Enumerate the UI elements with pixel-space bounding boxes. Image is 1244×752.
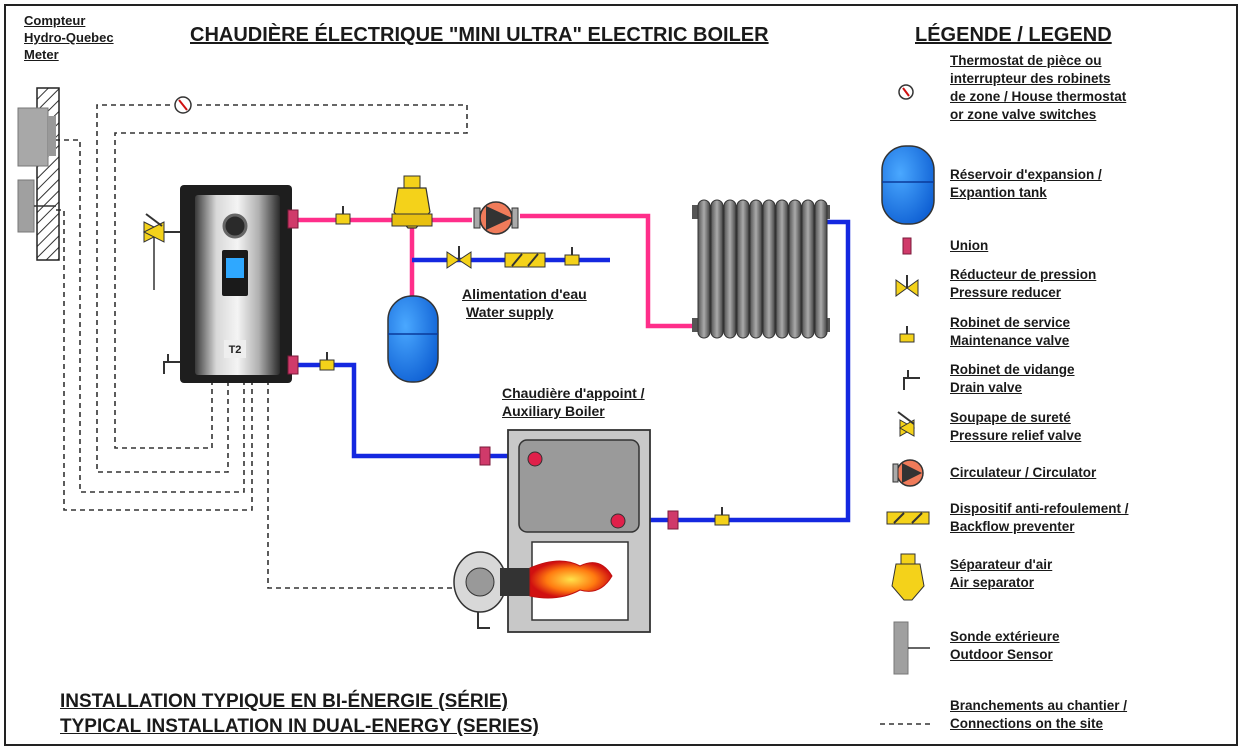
maintenance-valve-water [564,247,580,266]
legend-backflow-line-2: Backflow preventer [950,519,1075,534]
legend-thermostat-line-4: or zone valve switches [950,107,1097,122]
room-thermostat [174,96,192,114]
site-wiring [56,104,468,589]
union-aux-out [667,510,679,530]
legend-circulator-icon [892,459,924,487]
meter-label-1: Compteur [24,13,86,28]
footer-title-en: TYPICAL INSTALLATION IN DUAL-ENERGY (SER… [60,716,539,737]
legend-relief-valve-icon [897,411,916,437]
wire-meter-1 [56,139,245,493]
boiler-badge: T2 [229,344,242,356]
drain-valve [163,354,180,374]
maintenance-valve-aux [714,507,730,526]
hydro-meter [17,87,60,261]
diagram-frame [4,4,1238,746]
legend-thermostat-line-1: Thermostat de pièce ou [950,53,1102,68]
legend-pressure-reducer-line-1: Réducteur de pression [950,267,1097,282]
legend-outdoor-sensor-icon [893,621,930,675]
legend-expansion-tank-line-2: Expantion tank [950,185,1047,200]
legend-maintenance-valve-icon [899,326,915,343]
legend-air-separator-icon [891,553,925,601]
legend-relief-valve-line-1: Soupape de sureté [950,410,1071,425]
legend-pressure-reducer-line-2: Pressure reducer [950,285,1062,300]
expansion-tank [387,295,439,383]
relief-valve [142,213,180,290]
legend-outdoor-sensor-line-2: Outdoor Sensor [950,647,1053,662]
legend-expansion-tank-line-1: Réservoir d'expansion / [950,167,1102,182]
legend-drain-valve-icon [903,370,920,390]
legend-thermostat-icon [898,84,914,100]
wire-meter-2 [56,209,253,511]
legend-air-separator-line-1: Séparateur d'air [950,557,1053,572]
legend-connections-line-1: Branchements au chantier / [950,698,1128,713]
backflow-preventer [504,252,546,268]
air-separator [391,175,433,229]
legend-union-icon [902,237,912,255]
legend-thermostat-line-2: interrupteur des robinets [950,71,1111,86]
maintenance-valve-return [319,352,335,371]
legend-outdoor-sensor-line-1: Sonde extérieure [950,629,1060,644]
meter-label-2: Hydro-Quebec [24,30,114,45]
wire-thermostat-2 [96,104,229,473]
legend-drain-valve-line-1: Robinet de vidange [950,362,1075,377]
legend-union-line-1: Union [950,238,989,253]
auxiliary-boiler [507,429,651,633]
legend-pressure-reducer-icon [895,275,919,297]
electric-boiler: T2 [180,185,299,383]
legend-heading: LÉGENDE / LEGEND [915,24,1112,46]
supply-pipe [298,213,695,329]
legend-connections-line-2: Connections on the site [950,716,1104,731]
legend-air-separator-line-2: Air separator [950,575,1035,590]
radiator [692,199,830,339]
legend-relief-valve-line-2: Pressure relief valve [950,428,1082,443]
water-supply-label-1: Alimentation d'eau [462,286,587,302]
maintenance-valve-supply [335,206,351,225]
legend-drain-valve-line-2: Drain valve [950,380,1023,395]
legend-circulator-line-1: Circulateur / Circulator [950,465,1097,480]
footer-title-fr: INSTALLATION TYPIQUE EN BI-ÉNERGIE (SÉRI… [60,691,508,712]
wire-thermostat-1 [114,104,468,449]
legend-thermostat-line-3: de zone / House thermostat [950,89,1127,104]
aux-boiler-label-1: Chaudière d'appoint / [502,385,645,401]
aux-boiler-label-2: Auxiliary Boiler [502,403,605,419]
water-supply-label-2: Water supply [466,304,554,320]
wire-aux-burner [267,380,455,589]
page-title: CHAUDIÈRE ÉLECTRIQUE "MINI ULTRA" ELECTR… [190,24,769,46]
pressure-reducer [446,246,472,269]
union-aux-in [479,446,491,466]
legend-maintenance-valve-line-1: Robinet de service [950,315,1071,330]
burner [453,551,613,629]
meter-label-3: Meter [24,47,59,62]
legend-expansion-tank-icon [881,145,935,225]
legend-backflow-preventer-icon [886,511,930,525]
legend-backflow-line-1: Dispositif anti-refoulement / [950,501,1129,516]
legend-maintenance-valve-line-2: Maintenance valve [950,333,1070,348]
circulator [473,201,519,235]
legend-icons [880,84,935,725]
